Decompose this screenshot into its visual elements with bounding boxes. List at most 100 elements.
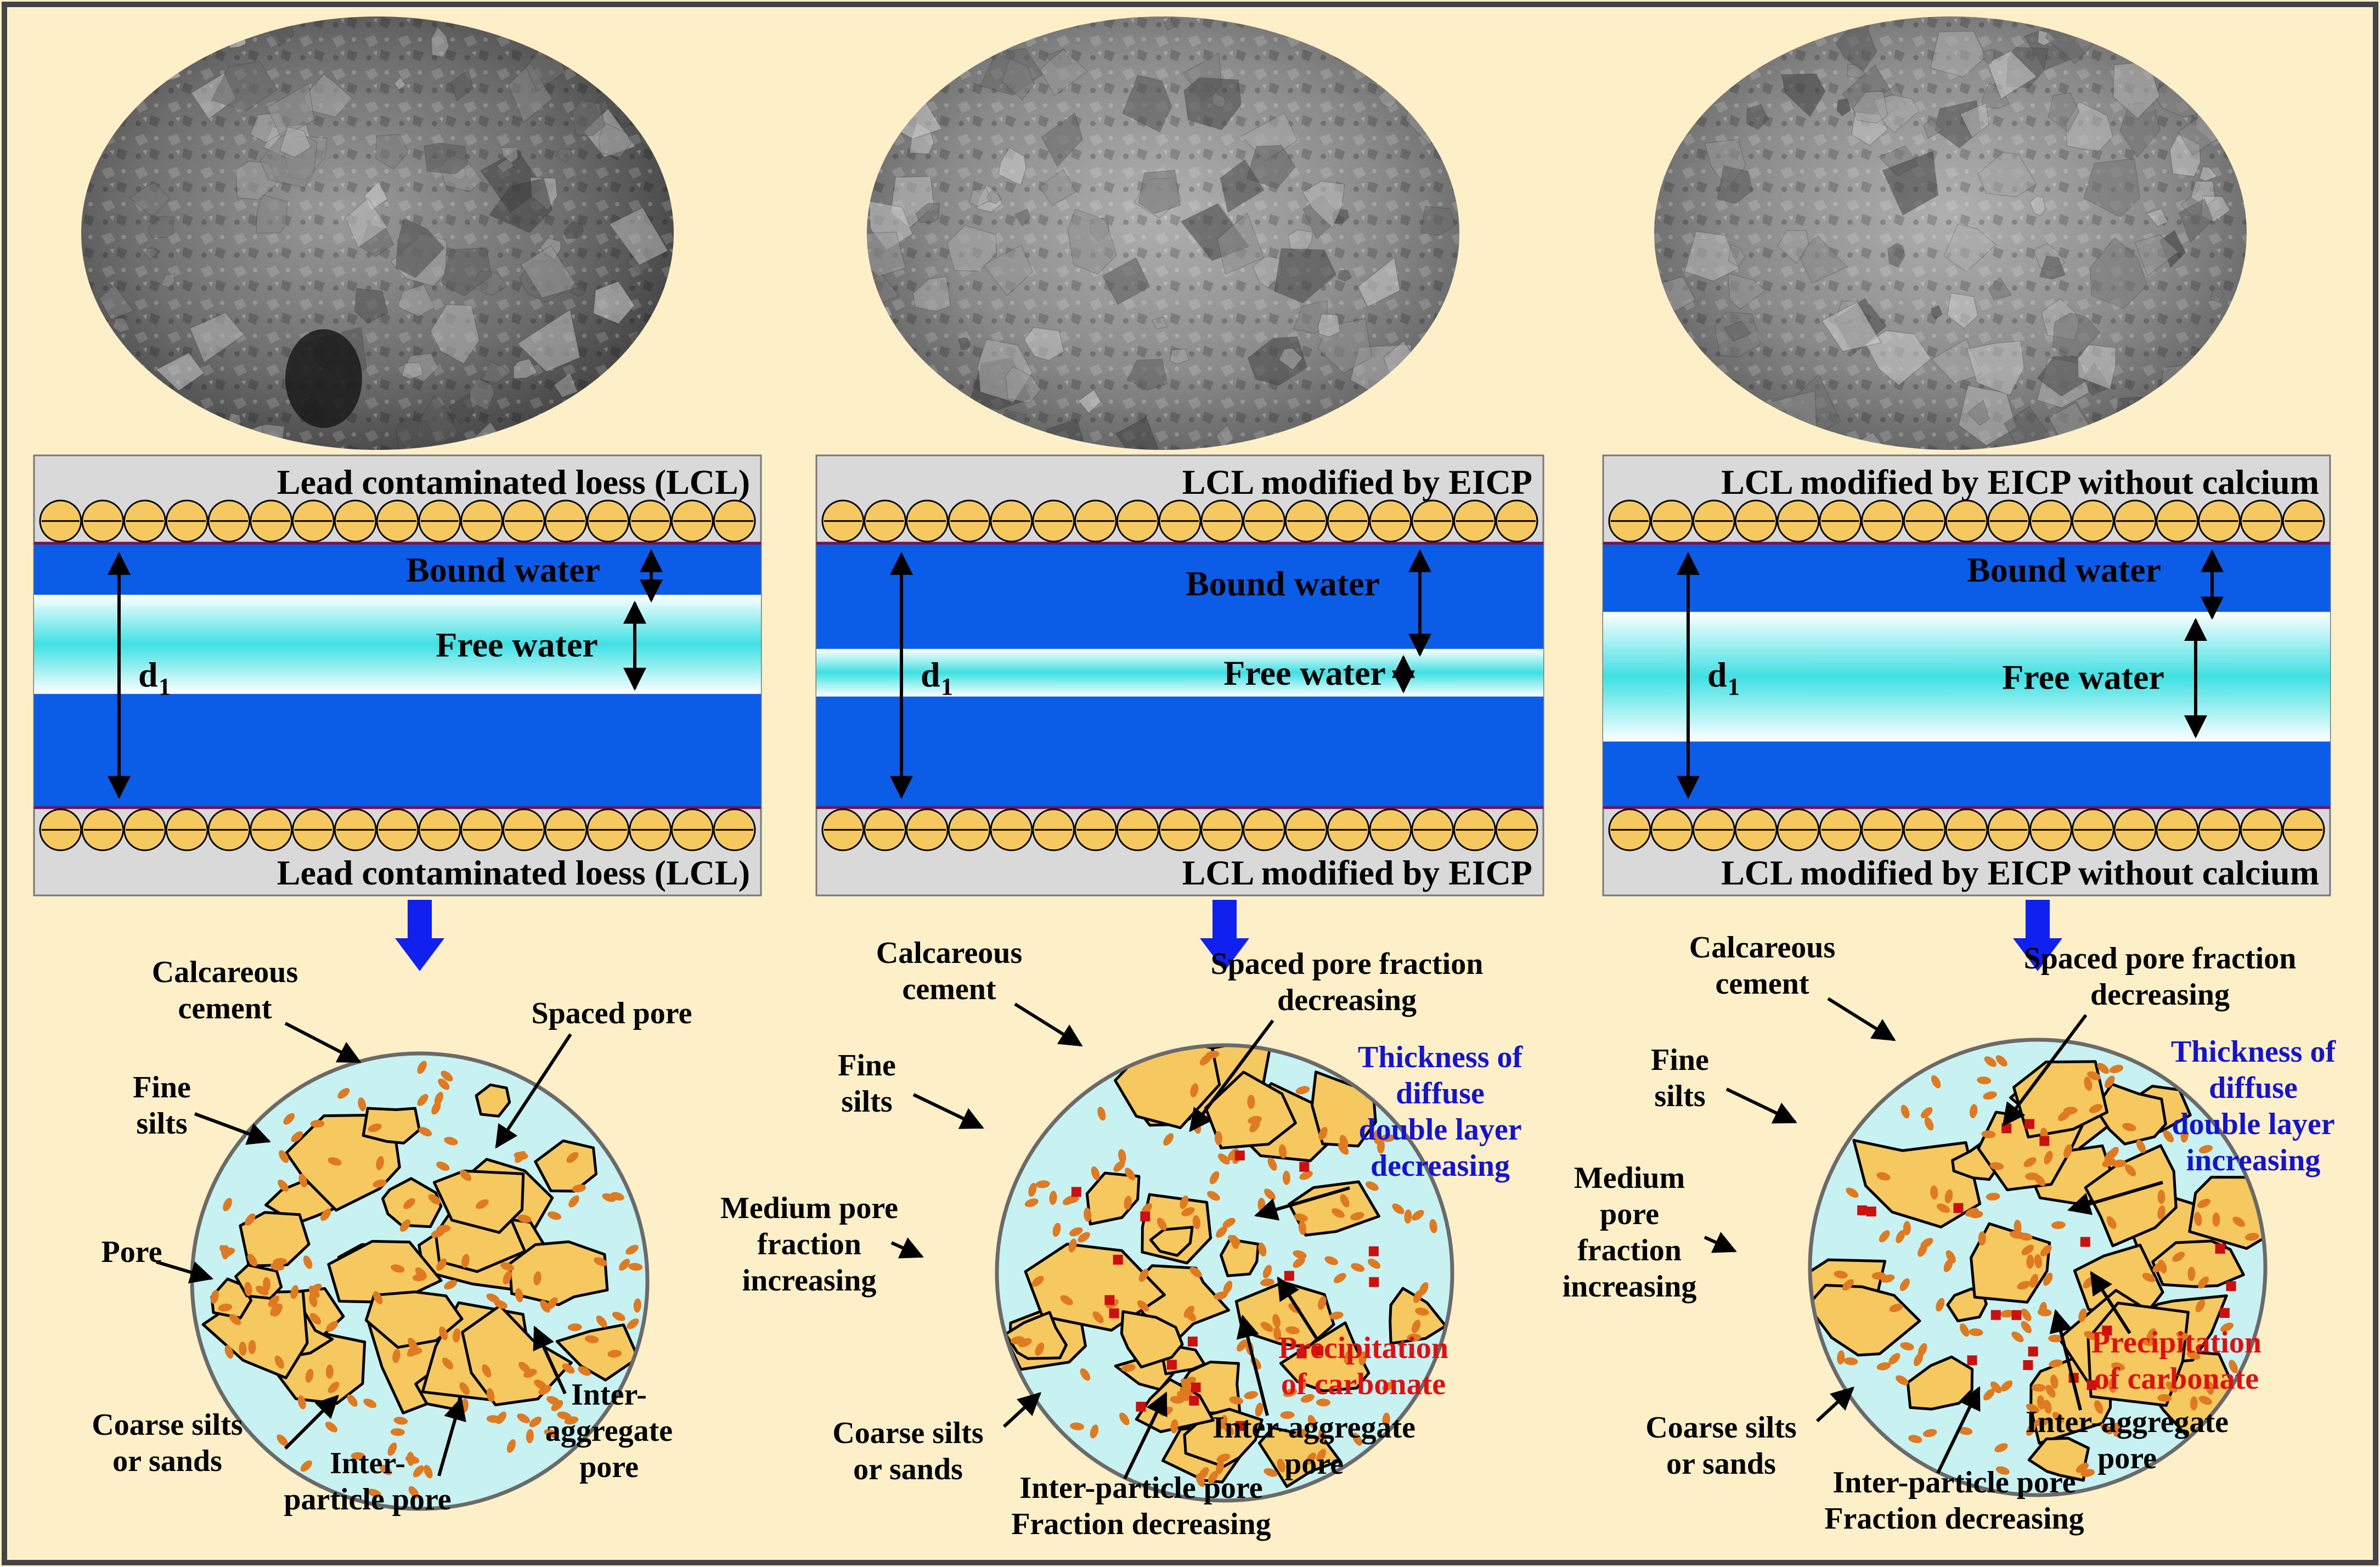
label-inter-aggregate-pore: aggregate [545,1414,673,1448]
clay-particle [1247,1095,1255,1109]
free-water-label: Free water [2002,657,2164,696]
carbonate-precipitate [1188,1337,1198,1346]
soil-particle-row-bottom [1609,809,2324,850]
label-spaced-pore: Spaced pore fraction [2024,942,2297,976]
label-precipitation-carbonate: of carbonate [2094,1362,2259,1396]
label-diffuse-double-layer: decreasing [1371,1149,1510,1183]
d1-subscript: 1 [1728,673,1740,700]
bound-water-layer-bottom [1603,742,2330,808]
carbonate-precipitate [1109,1309,1119,1318]
label-coarse-silts: Coarse silts [1645,1411,1796,1445]
label-inter-aggregate-pore: Inter-aggregate [2026,1405,2229,1439]
bound-water-label: Bound water [1186,564,1380,603]
label-calcareous-cement: Calcareous [1689,931,1836,965]
soil-particle-row-bottom [822,809,1537,850]
label-medium-pore: Medium [1574,1161,1685,1195]
free-water-label: Free water [436,625,598,664]
soil-particle-row-top [822,500,1537,542]
carbonate-precipitate [1857,1205,1867,1215]
label-diffuse-double-layer: diffuse [1396,1076,1485,1111]
clay-particle [2187,1267,2195,1281]
bound-water-layer-bottom [816,697,1543,808]
label-coarse-silts: or sands [1666,1447,1776,1481]
carbonate-precipitate [2220,1308,2230,1318]
label-pore: Pore [101,1235,162,1269]
label-coarse-silts: or sands [853,1452,963,1486]
label-medium-pore: pore [1600,1197,1659,1231]
carbonate-precipitate [1866,1207,1876,1216]
label-medium-pore: Medium pore [720,1191,898,1225]
carbonate-precipitate [1991,1310,2001,1320]
label-calcareous-cement: cement [178,991,272,1025]
soil-aggregate [1221,1239,1259,1276]
label-diffuse-double-layer: Thickness of [1358,1040,1524,1074]
carbonate-precipitate [2226,1281,2236,1291]
label-calcareous-cement: Calcareous [152,955,298,989]
label-inter-aggregate-pore: pore [579,1450,639,1484]
panel-bottom-label: LCL modified by EICP [1182,853,1532,892]
panel-bottom-label: Lead contaminated loess (LCL) [277,853,750,892]
label-calcareous-cement: cement [1715,967,1809,1001]
label-inter-particle-pore: Fraction decreasing [1011,1507,1271,1541]
label-diffuse-double-layer: increasing [2186,1143,2321,1177]
label-coarse-silts: or sands [112,1444,222,1478]
label-spaced-pore: decreasing [2090,978,2230,1012]
label-inter-particle-pore: particle pore [284,1483,451,1517]
carbonate-precipitate [1136,1402,1146,1412]
carbonate-precipitate [1967,1355,1977,1365]
label-precipitation-carbonate: Precipitation [1278,1331,1448,1365]
bound-water-label: Bound water [1967,550,2161,589]
panel-top-label: Lead contaminated loess (LCL) [277,463,750,501]
label-spaced-pore: Spaced pore fraction [1211,947,1484,981]
label-precipitation-carbonate: of carbonate [1281,1367,1446,1401]
label-calcareous-cement: Calcareous [876,936,1023,970]
d1-label: d [138,655,158,694]
carbonate-precipitate [2011,1310,2021,1320]
label-medium-pore: fraction [757,1227,861,1261]
label-fine-silts: silts [136,1107,187,1141]
carbonate-precipitate [2080,1237,2090,1247]
bound-water-layer-bottom [34,694,761,808]
label-inter-aggregate-pore: Inter-aggregate [1212,1411,1415,1445]
label-diffuse-double-layer: diffuse [2209,1071,2298,1105]
free-water-label: Free water [1223,653,1386,692]
label-fine-silts: silts [841,1085,892,1119]
label-fine-silts: Fine [838,1049,896,1083]
carbonate-precipitate [2039,1136,2049,1146]
carbonate-precipitate [2028,1346,2038,1356]
label-inter-particle-pore: Inter-particle pore [1019,1471,1262,1505]
label-fine-silts: Fine [133,1070,191,1104]
d1-subscript: 1 [159,673,171,700]
carbonate-precipitate [1113,1255,1123,1265]
label-fine-silts: Fine [1651,1043,1709,1077]
carbonate-precipitate [1140,1211,1150,1221]
carbonate-precipitate [1299,1162,1309,1172]
label-inter-particle-pore: Inter- [330,1446,405,1480]
label-medium-pore: increasing [1563,1270,1697,1304]
carbonate-precipitate [2024,1119,2034,1129]
label-inter-aggregate-pore: pore [2097,1441,2157,1475]
soil-particle-row-top [40,500,755,542]
label-calcareous-cement: cement [902,972,996,1006]
carbonate-precipitate [1953,1203,1963,1213]
d1-subscript: 1 [941,673,953,700]
panel-bottom-label: LCL modified by EICP without calcium [1721,853,2319,892]
carbonate-precipitate [1071,1187,1081,1197]
carbonate-precipitate [1284,1271,1294,1281]
label-fine-silts: silts [1654,1079,1705,1113]
panel-top-label: LCL modified by EICP [1182,463,1532,501]
label-inter-aggregate-pore: pore [1284,1447,1344,1481]
label-coarse-silts: Coarse silts [832,1416,983,1450]
label-precipitation-carbonate: Precipitation [2091,1326,2261,1360]
carbonate-precipitate [1369,1277,1379,1287]
carbonate-precipitate [1167,1360,1177,1369]
label-medium-pore: increasing [742,1264,877,1298]
soil-particle-row-top [1609,500,2324,542]
label-medium-pore: fraction [1577,1233,1682,1267]
panel-top-label: LCL modified by EICP without calcium [1721,463,2319,501]
carbonate-precipitate [1104,1295,1114,1305]
d1-label: d [921,655,940,694]
label-diffuse-double-layer: double layer [2172,1107,2334,1141]
label-inter-aggregate-pore: Inter- [571,1378,647,1412]
